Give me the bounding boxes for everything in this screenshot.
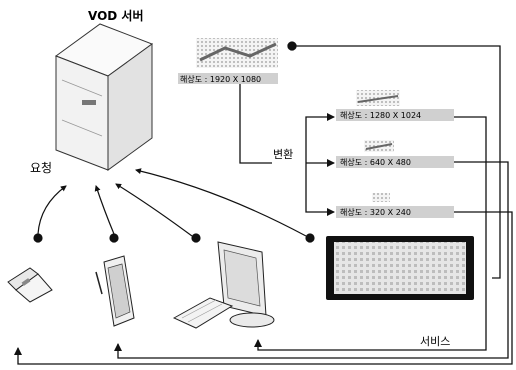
flip-phone-icon [8,268,52,302]
request-arrows [34,170,314,242]
service-label: 서비스 [420,335,450,348]
tablet-stylus-icon [96,256,134,326]
source-resolution-label: 해상도 : 1920 X 1080 [180,74,261,84]
server-tower-icon [56,24,152,170]
output-thumbnail-2 [364,140,394,152]
output-resolution-label-3: 해상도 : 320 X 240 [340,207,411,217]
convert-label: 변환 [273,148,293,161]
source-video-thumbnail [196,38,278,68]
request-label: 요청 [30,161,52,175]
output-resolution-label-2: 해상도 : 640 X 480 [340,157,411,167]
server-title: VOD 서버 [88,8,144,23]
output-thumbnail-1 [356,90,400,106]
desktop-monitor-icon [174,242,274,328]
output-resolution-label-1: 해상도 : 1280 X 1024 [340,110,421,120]
output-thumbnail-3 [372,193,390,202]
widescreen-tv-icon [326,236,474,300]
